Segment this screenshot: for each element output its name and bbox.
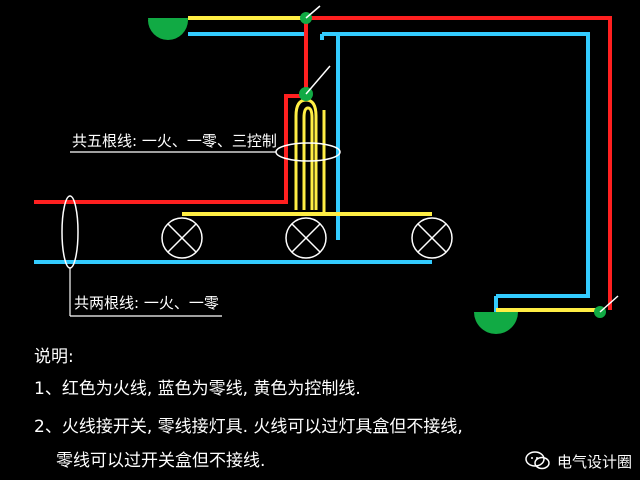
lamp-2 (285, 217, 327, 259)
notes-line-1: 1、红色为火线, 蓝色为零线, 黄色为控制线. (34, 379, 361, 399)
wire-red-switch (34, 94, 306, 204)
switch-lever-middle (305, 65, 331, 95)
notes-title: 说明: (34, 347, 74, 367)
label-two-wires: 共两根线: 一火、一零 (74, 294, 219, 312)
notes-line-3: 零线可以过开关盒但不接线. (56, 451, 265, 471)
wechat-icon (525, 451, 550, 470)
watermark: 电气设计圈 (525, 450, 632, 472)
wire-yellow-loop-inner (302, 106, 314, 210)
lamp-bottom-right (474, 312, 518, 334)
notes-line-2: 2、火线接开关, 零线接灯具. 火线可以过灯具盒但不接线, (34, 417, 463, 437)
lamp-top-left-dome (148, 18, 188, 38)
watermark-text: 电气设计圈 (556, 452, 632, 471)
switch-lever-bottom-right (599, 295, 619, 313)
lamp-1 (161, 217, 203, 259)
switch-lever-top (305, 5, 321, 19)
lamp-3 (411, 217, 453, 259)
label-five-wires: 共五根线: 一火、一零、三控制 (72, 132, 277, 150)
